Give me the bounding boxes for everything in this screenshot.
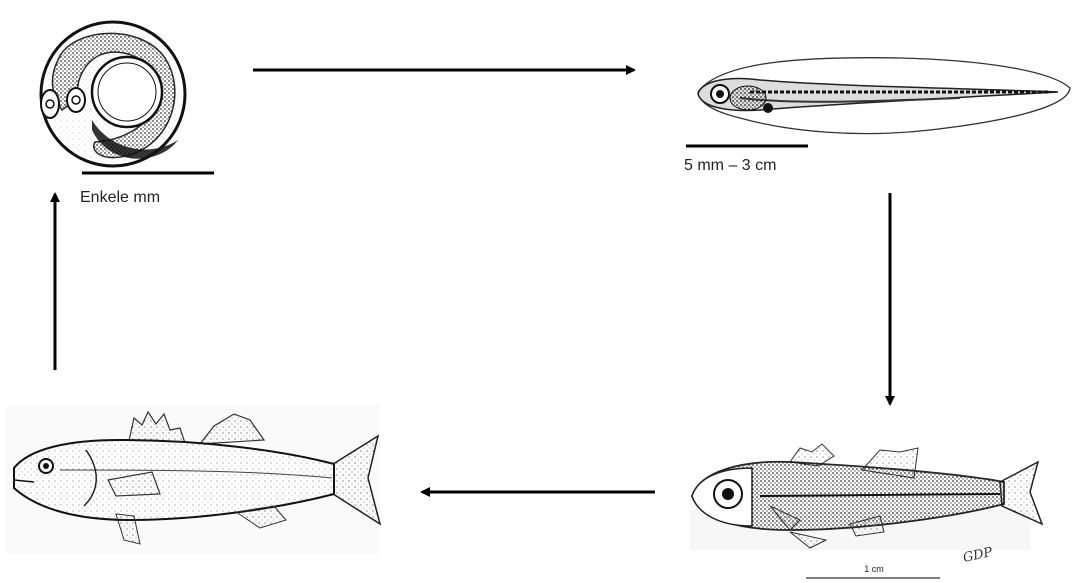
adult-stage-illustration xyxy=(6,404,380,554)
egg-stage-illustration xyxy=(41,22,185,166)
juvenile-stage-illustration xyxy=(690,444,1042,550)
egg-scale-label: Enkele mm xyxy=(80,189,160,206)
larva-stage-illustration xyxy=(698,58,1070,134)
larva-scale-label: 5 mm – 3 cm xyxy=(684,157,776,174)
juvenile-scale-label: 1 cm xyxy=(864,564,884,574)
